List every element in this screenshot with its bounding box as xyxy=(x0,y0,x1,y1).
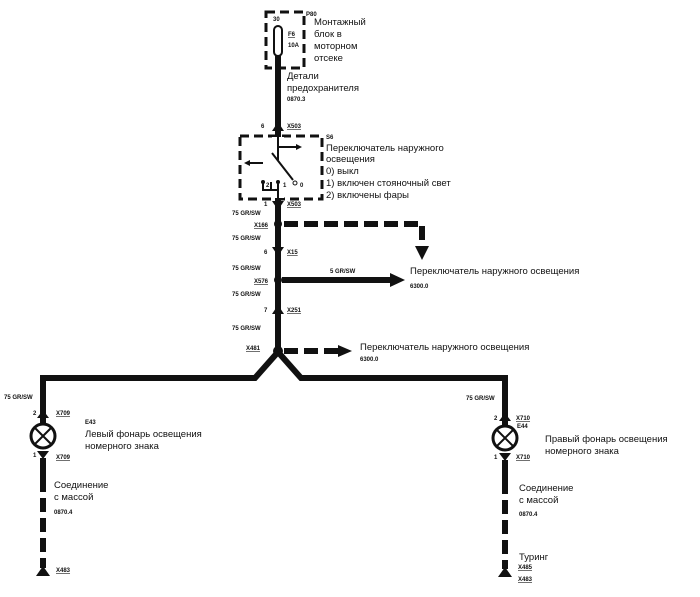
fuse-details-label: предохранителя xyxy=(287,83,359,94)
lamp-id: E44 xyxy=(517,424,528,430)
ground-label: Соединение xyxy=(54,480,108,491)
lamp-connector: X710 xyxy=(516,416,531,422)
ground-label: с массой xyxy=(519,495,558,506)
switch-position: 1 xyxy=(283,183,287,189)
ext-switch-label: Переключатель наружного освещения xyxy=(360,342,529,353)
splice-label: X481 xyxy=(246,346,261,352)
lamp-feed-wires xyxy=(40,350,508,425)
connector-arrow-icon xyxy=(272,305,284,314)
switch-label: Переключатель наружного xyxy=(326,143,444,154)
fuse-rating: 10A xyxy=(288,43,300,49)
connector-arrow-icon xyxy=(37,410,49,418)
switch-position: 0 xyxy=(300,183,304,189)
wire-color: 75 GR/SW xyxy=(232,211,261,217)
ground-ref: 0870.4 xyxy=(519,512,538,518)
ground-connector: X483 xyxy=(56,568,71,574)
arrow-icon xyxy=(338,345,352,357)
lamp-connector: X709 xyxy=(56,455,71,461)
connector-arrow-icon xyxy=(272,201,284,210)
fuse-pin: 30 xyxy=(273,17,280,23)
wire-color: 75 GR/SW xyxy=(232,292,261,298)
fuse-box-label: отсеке xyxy=(314,53,343,64)
ground-connector: X483 xyxy=(518,577,533,583)
lamp-pin: 1 xyxy=(33,453,37,459)
switch-contacts xyxy=(250,135,296,200)
branch-wire-color: 5 GR/SW xyxy=(330,269,356,275)
connector-arrow-icon xyxy=(37,451,49,459)
switch-outline xyxy=(238,134,324,201)
arrow-icon xyxy=(390,273,405,287)
ground-icon xyxy=(36,566,50,576)
fuse-details-ref: 0870.3 xyxy=(287,97,306,103)
lamp-label: Правый фонарь освещения xyxy=(545,434,668,445)
ground-label: Соединение xyxy=(519,483,573,494)
lamp-label: номерного знака xyxy=(545,446,620,457)
ext-switch-label: Переключатель наружного освещения xyxy=(410,266,579,277)
lamp-id: E43 xyxy=(85,420,96,426)
lamp-connector: X710 xyxy=(516,455,531,461)
ground-ref: 0870.4 xyxy=(54,510,73,516)
wire-color: 75 GR/SW xyxy=(232,326,261,332)
ground-icon xyxy=(498,567,512,577)
fuse-id: F6 xyxy=(288,32,296,38)
lamp-pin: 1 xyxy=(494,455,498,461)
wire-color: 75 GR/SW xyxy=(232,236,261,242)
fuse-details-label: Детали xyxy=(287,71,319,82)
fuse-box-label: моторном xyxy=(314,41,357,52)
splice-label: X576 xyxy=(254,279,269,285)
switch-label: 1) включен стояночный свет xyxy=(326,178,451,189)
switch-label: освещения xyxy=(326,154,375,165)
splice-x576 xyxy=(274,276,282,284)
ext-switch-ref: 6300.0 xyxy=(410,284,429,290)
switch-connector-bottom: X503 xyxy=(287,202,302,208)
switch-pin-top: 6 xyxy=(261,124,265,130)
fuse-box-label: блок в xyxy=(314,29,342,40)
splice-x166 xyxy=(274,220,282,228)
switch-connector-top: X503 xyxy=(287,124,302,130)
lamp-pin: 2 xyxy=(494,416,498,422)
connector-arrow-icon xyxy=(499,413,511,421)
fuse-box-outline xyxy=(264,10,306,70)
switch-label: 2) включены фары xyxy=(326,190,409,201)
switch-position: 2 xyxy=(266,183,270,189)
switch-id: S6 xyxy=(326,135,334,141)
splice-label: X166 xyxy=(254,223,269,229)
fuse-box-id: P80 xyxy=(306,12,317,18)
arrow-icon xyxy=(415,246,429,260)
switch-label: 0) выкл xyxy=(326,166,359,177)
touring-label: Туринг xyxy=(519,552,549,563)
connector-arrow-icon xyxy=(272,247,284,256)
connector-label: X251 xyxy=(287,308,302,314)
dashed-branch-wire xyxy=(284,221,425,248)
lamp-pin: 2 xyxy=(33,411,37,417)
connector-pin: 6 xyxy=(264,250,268,256)
connector-arrow-icon xyxy=(499,453,511,461)
connector-arrow-icon xyxy=(272,122,284,131)
wire-color: 75 GR/SW xyxy=(4,395,33,401)
fuse-box-label: Монтажный xyxy=(314,17,366,28)
ext-switch-ref: 6300.0 xyxy=(360,357,379,363)
lamp-icon xyxy=(29,422,57,450)
lamp-label: Левый фонарь освещения xyxy=(85,429,202,440)
fuse-icon xyxy=(273,25,283,57)
ground-label: с массой xyxy=(54,492,93,503)
switch-pin-bottom: 1 xyxy=(264,202,268,208)
lamp-icon xyxy=(491,424,519,452)
wire-color: 75 GR/SW xyxy=(232,266,261,272)
connector-label: X15 xyxy=(287,250,298,256)
lamp-connector: X709 xyxy=(56,411,71,417)
ground-connector: X485 xyxy=(518,565,533,571)
wire-color: 75 GR/SW xyxy=(466,396,495,402)
lamp-label: номерного знака xyxy=(85,441,160,452)
connector-pin: 7 xyxy=(264,308,268,314)
